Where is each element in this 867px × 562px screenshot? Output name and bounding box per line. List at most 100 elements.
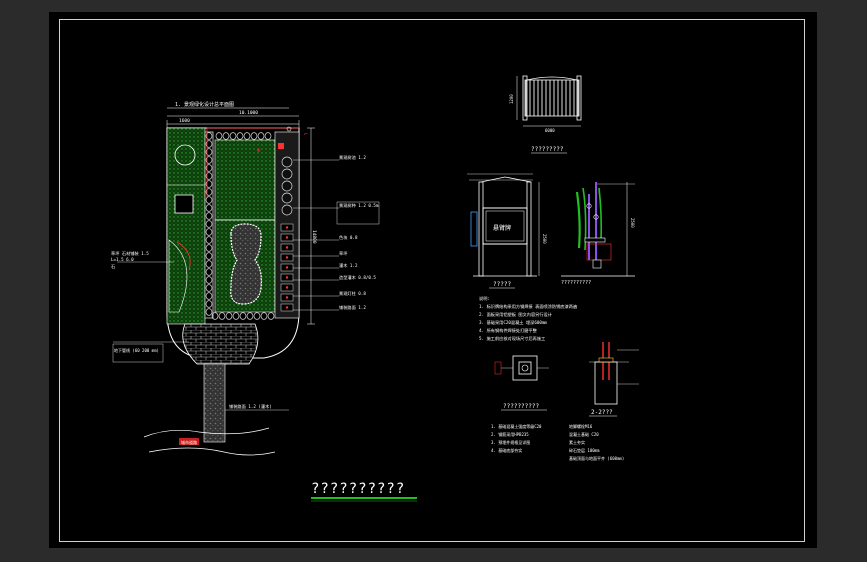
light-post-dot [285, 256, 289, 259]
callouts-left: 草坪 石材铺装 1.5 L=1.5 6.0 石 [111, 250, 174, 270]
hedge-shrub [205, 276, 213, 284]
foundation-note: 碎石垫层 100mm [569, 447, 600, 453]
light-post-dot [285, 306, 289, 309]
callout-left-3: 石 [111, 264, 115, 270]
foundation-note: 素土夯实 [569, 439, 585, 445]
hedge-shrub [205, 148, 213, 156]
sign-side-elevation: 2500 ?????????? [561, 182, 635, 286]
note-line: 5. 施工前应核对现场尺寸后再施工 [479, 335, 545, 342]
fence-dim-bottom: 6000 [545, 128, 555, 133]
hedge-shrub [205, 228, 213, 236]
hedge-shrub [253, 312, 261, 320]
foundation-section: 2-2??? [589, 342, 639, 417]
hedge-shrub [232, 312, 240, 320]
road-label: 城市道路 [181, 439, 197, 445]
hedge-row-left [204, 131, 214, 319]
hedge-shrub [205, 236, 213, 244]
foundation-note: 2. 钢筋采用HPB235 [491, 431, 529, 437]
planter-circle [281, 168, 293, 180]
sign-dim-h: 2500 [542, 234, 547, 244]
callout-bottom-left: 地下管线 (60 200 mm) [112, 341, 189, 363]
entry-path [203, 363, 226, 443]
hedge-shrub [205, 300, 213, 308]
fence-elevation: 1200 6000 ????????? [509, 75, 582, 154]
hedge-shrub [229, 132, 237, 140]
foundation-note: 1. 基础混凝土强度等级C20 [491, 423, 542, 429]
svg-text:⊕: ⊕ [257, 147, 261, 154]
hedge-shrub [239, 312, 247, 320]
plan-heading: 1. 景观绿化设计总平面图 [175, 101, 234, 108]
sign-front-caption: ????? [493, 281, 511, 288]
main-title: ?????????? [311, 481, 405, 497]
hedge-shrub [205, 284, 213, 292]
sign-dim-h2: 2500 [630, 218, 635, 228]
hedge-shrub [267, 312, 275, 320]
planter-circle [281, 204, 293, 216]
hedge-shrub [205, 260, 213, 268]
hedge-shrub [243, 132, 251, 140]
hedge-shrub [246, 312, 254, 320]
callout-right: 灌木 1.2 [339, 262, 358, 269]
light-post-dot [285, 246, 289, 249]
callout-right: 铺装路面 1.2 [339, 304, 366, 311]
drawing-sheet: 1. 景观绿化设计总平面图 1600 10.1000 [49, 12, 817, 548]
hedge-shrub [205, 196, 213, 204]
light-post-dot [285, 226, 289, 229]
foundation-plan-caption: ?????????? [503, 403, 540, 410]
foundation-note: 混凝土基础 C20 [569, 431, 599, 437]
hedge-shrub [236, 132, 244, 140]
hedge-shrub [205, 132, 213, 140]
hedge-shrub [205, 180, 213, 188]
hedge-shrub [222, 132, 230, 140]
foundation-section-caption: 2-2??? [591, 409, 613, 416]
light-post-dot [285, 296, 289, 299]
notes-heading: 说明: [479, 295, 490, 302]
light-post-dot [285, 276, 289, 279]
callout-left-1: 草坪 石材铺装 1.5 [111, 250, 149, 257]
foundation-plan: ?????????? [494, 355, 549, 411]
hedge-shrub [205, 164, 213, 172]
hedge-shrub [205, 308, 213, 316]
sign-side-caption: ?????????? [561, 280, 591, 286]
hedge-shrub [205, 244, 213, 252]
square-planter [174, 194, 194, 214]
dim-top-left: 1600 [179, 118, 190, 124]
hedge-shrub [264, 132, 272, 140]
dim-right: 14800 [311, 230, 317, 244]
callout-right: 色块 0.8 [339, 234, 358, 241]
callout-right: 造型灌木 0.8/0.5 [339, 274, 376, 281]
marker [278, 143, 284, 149]
hedge-shrub [205, 220, 213, 228]
sign-board-text: 悬臂牌 [493, 224, 511, 232]
hedge-shrub [215, 132, 223, 140]
callout-bottom-left-text: 地下管线 (60 200 mm) [114, 347, 159, 353]
hedge-shrub [205, 268, 213, 276]
callout-right: 景观灯柱 0.8 [339, 290, 366, 297]
hedge-shrub [205, 212, 213, 220]
hedge-shrub [257, 132, 265, 140]
peanut-pond [230, 223, 262, 305]
hedge-shrub [205, 156, 213, 164]
hedge-shrub [205, 252, 213, 260]
light-post-dot [285, 286, 289, 289]
planter-circle [281, 180, 293, 192]
foundation-note: 地脚螺栓M16 [569, 423, 593, 429]
light-post-dot [285, 236, 289, 239]
hedge-shrub [205, 292, 213, 300]
hedge-shrub [205, 140, 213, 148]
svg-text:⌐: ⌐ [304, 131, 308, 138]
foundation-note: 4. 基础底部夯实 [491, 447, 522, 453]
callout-left-2: L=1.5 6.0 [111, 257, 134, 262]
callout-bottom-right-text: 铺装路面 1.2 (灌木) [229, 403, 272, 410]
hedge-shrub [205, 172, 213, 180]
callout-right: 景观树种 1.2 0.5m [339, 202, 379, 209]
fence-caption: ????????? [531, 146, 564, 153]
callout-right: 景观树池 1.2 [339, 154, 366, 161]
foundation-note: 基础顶面与地面平齐 (600mm) [569, 455, 624, 461]
note-line: 2. 面板采用铝塑板 图文内容另行设计 [479, 311, 552, 318]
planter-circle [281, 192, 293, 204]
